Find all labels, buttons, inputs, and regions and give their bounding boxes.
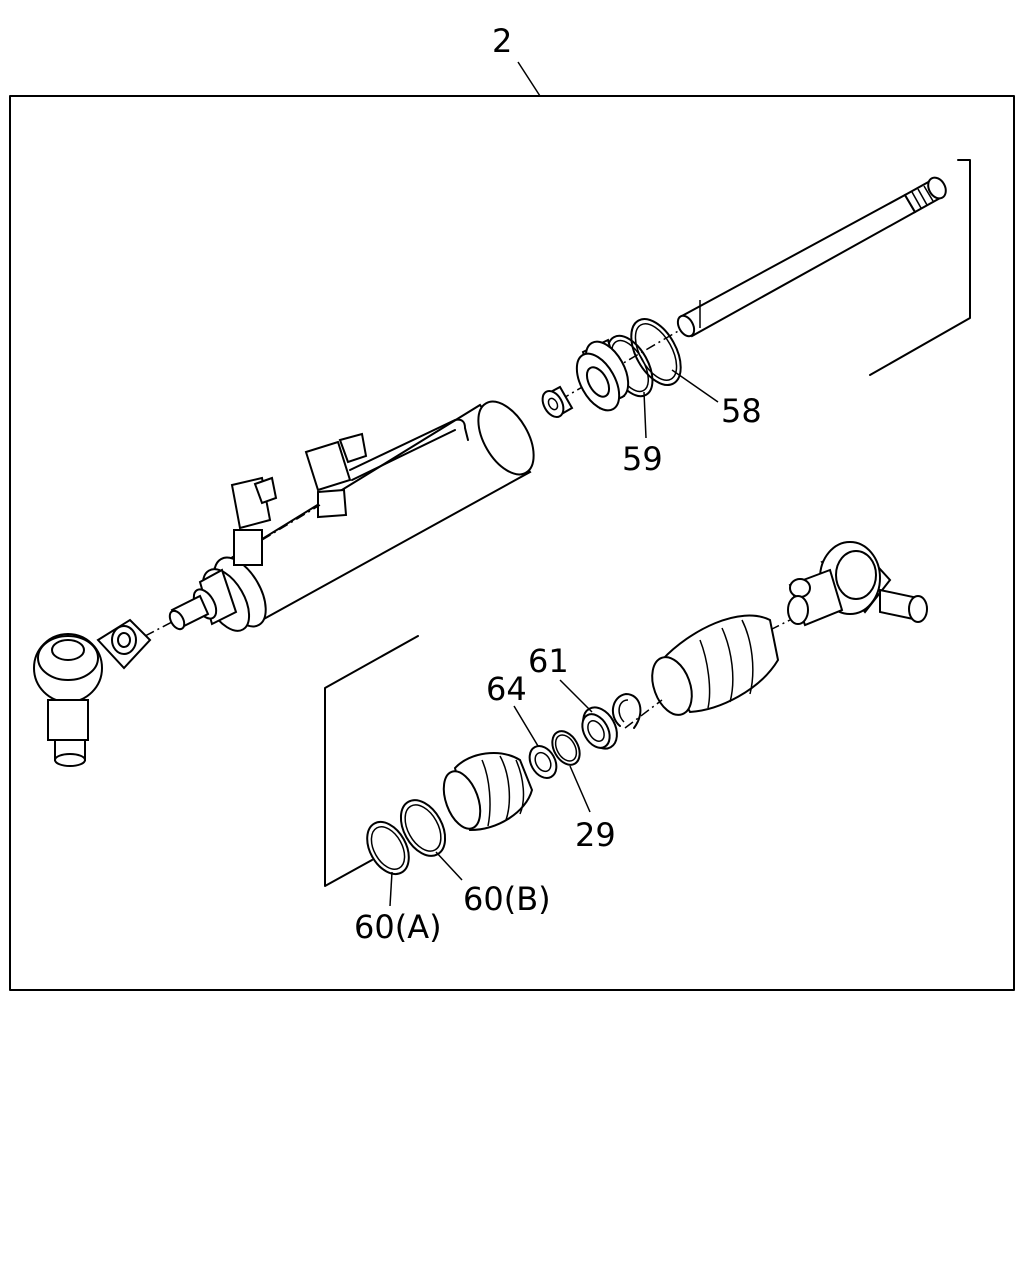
leader-64 — [513, 705, 539, 747]
small-nut — [541, 385, 574, 418]
callout-60b: 60(B) — [463, 880, 551, 918]
ring-60a-inner — [370, 826, 406, 870]
piston-bushing — [575, 338, 630, 412]
centerline-right-end — [769, 619, 791, 631]
ring-58 — [630, 318, 682, 386]
bearing-61 — [581, 706, 618, 750]
leader-58 — [671, 369, 719, 403]
callout-60a: 60(A) — [354, 908, 442, 946]
callout-64: 64 — [486, 670, 527, 708]
tie-rod-end-left — [33, 618, 152, 767]
ring-60a — [366, 821, 410, 875]
centerline-cylinder — [144, 621, 173, 637]
diagram-frame — [9, 95, 1015, 991]
ring-29-inner — [554, 734, 578, 762]
leader-60a — [389, 871, 393, 907]
tie-rod-end-right — [787, 541, 928, 627]
leader-60b — [435, 851, 463, 881]
callout-58: 58 — [721, 392, 762, 430]
cylinder-spigot — [168, 594, 210, 631]
centerline-boot-right — [624, 699, 663, 729]
callout-assembly: 2 — [492, 22, 512, 60]
leader-assembly — [517, 61, 541, 97]
ring-58-inner — [634, 323, 678, 381]
port-fitting-right — [304, 432, 368, 519]
leader-61 — [559, 679, 593, 713]
seal-64 — [528, 745, 558, 779]
leader-59 — [643, 391, 647, 439]
dust-boot-left — [442, 752, 534, 832]
ring-60b-inner — [404, 804, 442, 852]
snap-ring — [611, 693, 642, 729]
dust-boot-right — [651, 614, 780, 716]
ring-29 — [551, 730, 581, 766]
splined-shaft — [676, 176, 947, 338]
bracket-upper — [869, 159, 971, 376]
port-fitting-left — [230, 476, 278, 566]
leader-29 — [569, 765, 591, 813]
callout-59: 59 — [622, 440, 663, 478]
bracket-lower — [324, 635, 419, 887]
snap-ring-inner — [618, 699, 629, 723]
callout-61: 61 — [528, 642, 569, 680]
ring-60b — [399, 799, 447, 857]
power-cylinder — [192, 400, 535, 632]
callout-29: 29 — [575, 816, 616, 854]
